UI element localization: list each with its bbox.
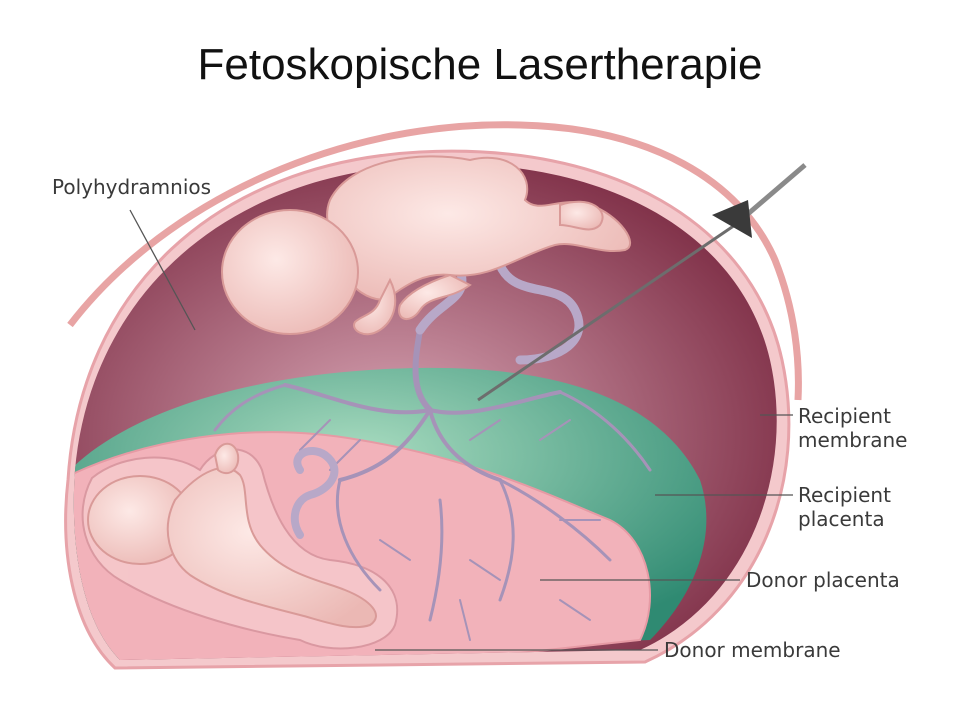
label-recipient-membrane-line2: membrane (798, 428, 907, 452)
fetoscope (477, 163, 807, 402)
label-recipient-membrane-line1: Recipient (798, 404, 891, 428)
label-recipient-placenta-line1: Recipient (798, 483, 891, 507)
abdominal-wall-line (67, 121, 802, 401)
label-donor-placenta: Donor placenta (746, 568, 900, 592)
label-polyhydramnios: Polyhydramnios (52, 175, 211, 199)
slide-title: Fetoskopische Lasertherapie (197, 40, 763, 89)
label-recipient-placenta-line2: placenta (798, 507, 885, 531)
label-donor-membrane: Donor membrane (664, 638, 841, 662)
recipient-fetus (221, 155, 631, 336)
donor-fetus (87, 442, 377, 629)
leader-lines (129, 209, 793, 651)
